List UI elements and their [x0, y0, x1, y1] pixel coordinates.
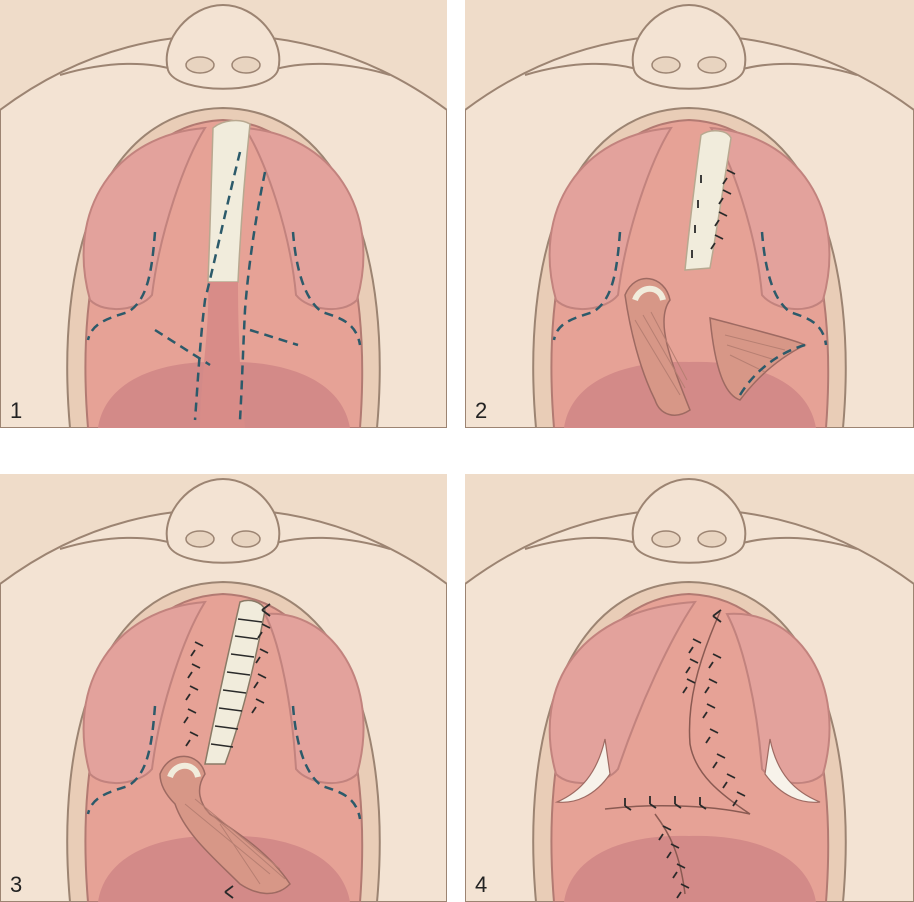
cleft-soft-palate	[200, 282, 245, 428]
z-plasty-closure-vertical	[654, 813, 686, 895]
panel-number: 3	[10, 872, 23, 897]
nose	[165, 477, 281, 564]
panel-number: 2	[475, 398, 488, 423]
palate-diagram-4	[465, 477, 914, 902]
right-eyelid	[738, 536, 858, 550]
right-relaxing-incision	[764, 738, 821, 803]
right-eyelid	[271, 536, 391, 550]
right-z-flap	[709, 316, 807, 401]
right-eyelid	[271, 62, 391, 76]
panel-3: 3	[0, 474, 447, 902]
panel-number: 1	[10, 398, 23, 423]
z-plasty-closure-horizontal	[604, 804, 751, 815]
nose	[631, 477, 747, 564]
panel-2: 2	[465, 0, 914, 428]
left-flap-tip	[632, 285, 666, 302]
crossed-z-flaps	[159, 755, 291, 895]
sutures	[691, 169, 736, 258]
palate-diagram-2	[465, 3, 914, 428]
nasal-sutures	[210, 618, 263, 748]
left-alveolar-ridge	[548, 126, 673, 311]
incision-lines	[86, 151, 362, 421]
panel-4: 4	[465, 474, 914, 902]
left-z-flap	[624, 278, 691, 416]
right-alveolar-ridge	[243, 126, 365, 311]
left-nostril	[185, 56, 215, 74]
hard-palate-closure	[688, 611, 751, 815]
right-alveolar-ridge	[263, 612, 365, 785]
palate-diagram-1	[0, 3, 447, 428]
incision-lines	[552, 231, 828, 396]
panel-number: 4	[475, 872, 488, 897]
nose	[165, 3, 281, 90]
left-relaxing-incision	[554, 738, 611, 803]
left-nostril	[185, 530, 215, 548]
muscle-fibers	[184, 798, 286, 885]
left-nostril	[651, 56, 681, 74]
left-eyelid	[524, 536, 641, 550]
palate-diagram-3	[0, 477, 447, 902]
right-nostril	[231, 530, 261, 548]
nasal-layer	[204, 599, 266, 765]
right-nostril	[697, 56, 727, 74]
incision-lines	[86, 705, 362, 820]
left-alveolar-ridge	[82, 126, 207, 311]
right-nostril	[231, 56, 261, 74]
right-nostril	[697, 530, 727, 548]
muscle-fibers	[634, 311, 786, 396]
left-eyelid	[524, 62, 641, 76]
left-alveolar-ridge	[82, 600, 207, 785]
left-nostril	[651, 530, 681, 548]
panel-1: 1	[0, 0, 447, 428]
vomer-flap	[684, 130, 732, 271]
flap-tip	[167, 762, 201, 779]
sutures	[624, 609, 746, 899]
nose	[631, 3, 747, 90]
throat	[564, 835, 816, 902]
right-eyelid	[738, 62, 858, 76]
sutures	[183, 603, 271, 899]
